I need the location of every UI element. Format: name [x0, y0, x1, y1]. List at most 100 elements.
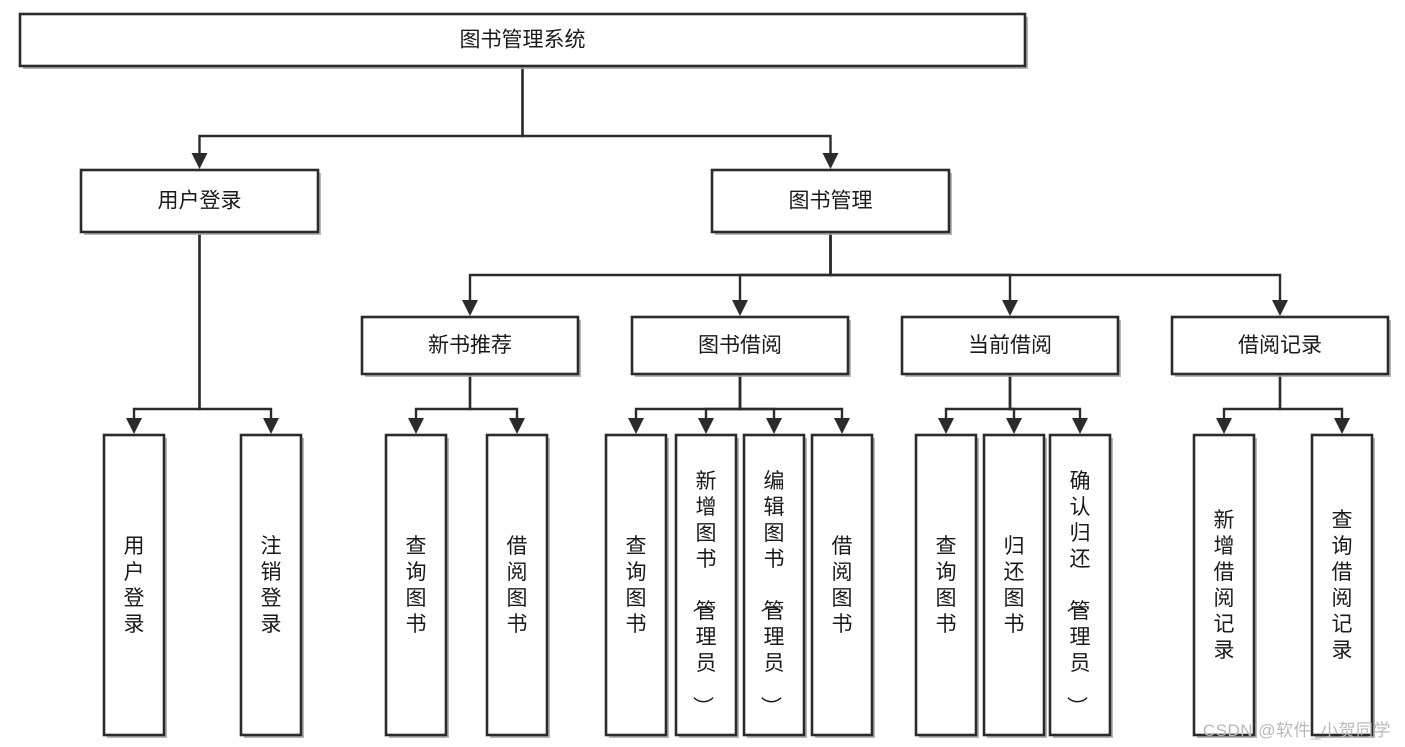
- connector-current-borrow-to-leaf-return-book: [1006, 374, 1022, 434]
- node-root[interactable]: 图书管理系统: [18, 12, 1028, 69]
- connector-current-borrow-to-leaf-query-book-current: [938, 374, 1012, 434]
- node-label: 用户登录: [158, 190, 242, 213]
- node-new-book-recommend[interactable]: 新书推荐: [360, 315, 581, 377]
- connector-new-book-recommend-to-leaf-borrow-book-rec: [468, 374, 525, 434]
- arrow-head-icon: [191, 153, 208, 169]
- connector-layer: [126, 66, 1350, 434]
- connector-current-borrow-to-leaf-confirm-return-admin: [1008, 374, 1088, 434]
- node-rect[interactable]: [384, 433, 448, 737]
- node-rect[interactable]: [674, 433, 738, 737]
- node-label: 用户登录: [124, 535, 145, 636]
- connector-borrow-records-to-leaf-add-borrow-record: [1216, 374, 1282, 434]
- connector-root-to-user-login: [191, 66, 524, 169]
- connector-user-login-to-leaf-user-logout: [198, 232, 279, 434]
- node-layer: 图书管理系统用户登录图书管理新书推荐图书借阅当前借阅借阅记录用户登录注销登录查询…: [18, 12, 1391, 738]
- node-label: 借阅记录: [1238, 334, 1322, 357]
- node-rect[interactable]: [1310, 433, 1374, 737]
- node-rect[interactable]: [900, 315, 1120, 376]
- arrow-head-icon: [462, 300, 478, 316]
- node-rect[interactable]: [360, 315, 580, 376]
- arrow-head-icon: [1272, 300, 1288, 316]
- connector-line: [468, 374, 519, 419]
- connector-line: [132, 232, 201, 419]
- node-leaf-query-book-current[interactable]: 查询图书: [914, 433, 979, 738]
- connector-line: [944, 374, 1012, 419]
- arrow-head-icon: [1006, 418, 1022, 434]
- arrow-head-icon: [509, 418, 525, 434]
- node-rect[interactable]: [630, 315, 850, 376]
- connector-line: [738, 374, 776, 419]
- node-label: 新增借阅记录: [1214, 509, 1235, 662]
- arrow-head-icon: [1072, 418, 1088, 434]
- connector-line: [414, 374, 472, 419]
- node-rect[interactable]: [810, 433, 874, 737]
- node-rect[interactable]: [485, 433, 549, 737]
- node-leaf-return-book[interactable]: 归还图书: [982, 433, 1047, 738]
- arrow-head-icon: [938, 418, 954, 434]
- node-leaf-query-book-rec[interactable]: 查询图书: [384, 433, 449, 738]
- connector-book-borrow-to-leaf-borrow-book: [738, 374, 850, 434]
- connector-line: [521, 66, 832, 154]
- node-borrow-records[interactable]: 借阅记录: [1170, 315, 1391, 377]
- arrow-head-icon: [263, 418, 279, 434]
- node-leaf-add-borrow-record[interactable]: 新增借阅记录: [1192, 433, 1257, 738]
- node-book-borrow[interactable]: 图书借阅: [630, 315, 851, 377]
- arrow-head-icon: [1002, 300, 1018, 316]
- node-rect[interactable]: [18, 12, 1027, 68]
- node-rect[interactable]: [1192, 433, 1256, 737]
- node-rect[interactable]: [604, 433, 668, 737]
- node-label: 查询图书: [936, 535, 957, 636]
- arrow-head-icon: [1334, 418, 1350, 434]
- node-book-management[interactable]: 图书管理: [710, 168, 952, 235]
- connector-book-borrow-to-leaf-edit-book-admin: [738, 374, 782, 434]
- arrow-head-icon: [126, 418, 142, 434]
- node-rect[interactable]: [102, 433, 166, 737]
- arrow-head-icon: [766, 418, 782, 434]
- node-rect[interactable]: [79, 168, 320, 234]
- node-leaf-borrow-book[interactable]: 借阅图书: [810, 433, 875, 738]
- arrow-head-icon: [628, 418, 644, 434]
- node-leaf-edit-book-admin[interactable]: 编辑图书（管理员）: [742, 433, 807, 738]
- node-label: 新书推荐: [428, 334, 512, 357]
- arrow-head-icon: [1216, 418, 1232, 434]
- connector-book-borrow-to-leaf-add-book-admin: [698, 374, 742, 434]
- connector-line: [1278, 374, 1344, 419]
- node-user-login[interactable]: 用户登录: [79, 168, 321, 235]
- node-leaf-query-borrow-record[interactable]: 查询借阅记录: [1310, 433, 1375, 738]
- arrow-head-icon: [834, 418, 850, 434]
- node-label: 图书借阅: [698, 334, 782, 357]
- node-rect[interactable]: [1170, 315, 1390, 376]
- node-rect[interactable]: [982, 433, 1046, 737]
- node-current-borrow[interactable]: 当前借阅: [900, 315, 1121, 377]
- node-label: 归还图书: [1004, 535, 1025, 636]
- node-label: 查询图书: [626, 535, 647, 636]
- node-rect[interactable]: [710, 168, 951, 234]
- node-leaf-user-login[interactable]: 用户登录: [102, 433, 167, 738]
- node-rect[interactable]: [1048, 433, 1112, 737]
- connector-root-to-book-management: [521, 66, 839, 169]
- csdn-watermark: CSDN @软件_小贺同学: [1202, 721, 1391, 740]
- connector-book-borrow-to-leaf-query-book-borrow: [628, 374, 742, 434]
- connector-line: [1008, 374, 1082, 419]
- node-rect[interactable]: [914, 433, 978, 737]
- node-label: 图书管理系统: [460, 29, 586, 52]
- node-label: 借阅图书: [507, 535, 528, 636]
- node-leaf-user-logout[interactable]: 注销登录: [239, 433, 304, 738]
- node-rect[interactable]: [239, 433, 303, 737]
- node-label: 注销登录: [261, 535, 282, 636]
- node-rect[interactable]: [742, 433, 806, 737]
- node-label: 查询图书: [406, 535, 427, 636]
- connector-new-book-recommend-to-leaf-query-book-rec: [408, 374, 472, 434]
- node-leaf-borrow-book-rec[interactable]: 借阅图书: [485, 433, 550, 738]
- node-label: 新增图书（管理员）: [691, 470, 717, 717]
- connector-line: [829, 232, 1012, 301]
- node-leaf-add-book-admin[interactable]: 新增图书（管理员）: [674, 433, 739, 738]
- connector-book-management-to-borrow-records: [829, 232, 1288, 316]
- node-leaf-confirm-return-admin[interactable]: 确认归还（管理员）: [1048, 433, 1113, 738]
- connector-line: [704, 374, 742, 419]
- node-leaf-query-book-borrow[interactable]: 查询图书: [604, 433, 669, 738]
- connector-borrow-records-to-leaf-query-borrow-record: [1278, 374, 1350, 434]
- connector-line: [738, 374, 844, 419]
- node-label: 借阅图书: [832, 535, 853, 636]
